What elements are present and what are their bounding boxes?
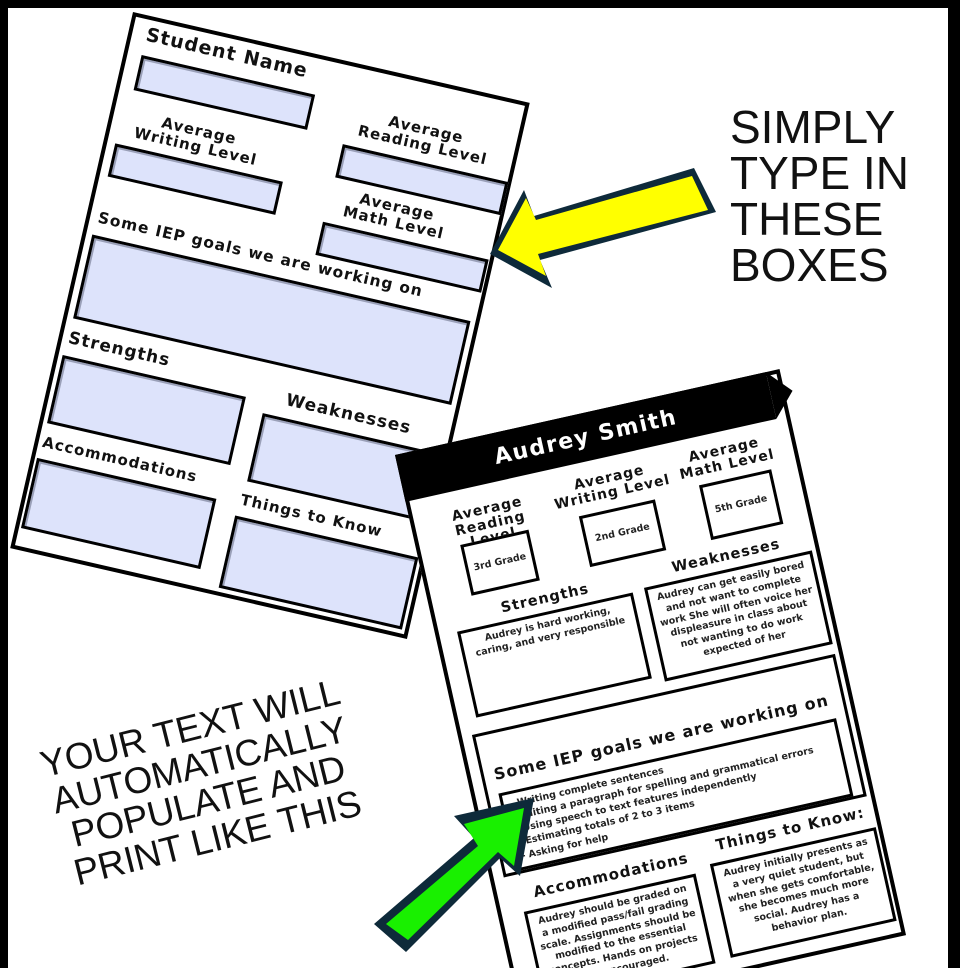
green-arrow-icon bbox=[374, 798, 534, 952]
printed-things-value: Audrey initially presents as a very quie… bbox=[722, 836, 876, 935]
canvas: Student Name Average Reading Level Avera… bbox=[8, 8, 948, 968]
things-to-know-field[interactable] bbox=[218, 515, 419, 630]
callout-type-in-boxes: SIMPLY TYPE IN THESE BOXES bbox=[730, 104, 909, 288]
printed-reading-value: 3rd Grade bbox=[472, 550, 528, 574]
callout-line: SIMPLY bbox=[730, 101, 896, 153]
callout-auto-populate: YOUR TEXT WILL AUTOMATICALLY POPULATE AN… bbox=[8, 664, 407, 902]
printed-writing-box: 2nd Grade bbox=[578, 499, 667, 568]
printed-strengths-box: Audrey is hard working, caring, and very… bbox=[457, 592, 652, 718]
callout-line: BOXES bbox=[730, 239, 889, 291]
printed-accommodations-value: Audrey should be graded on a modified pa… bbox=[537, 883, 699, 968]
callout-line: TYPE IN bbox=[730, 147, 909, 199]
callout-line: THESE bbox=[730, 193, 884, 245]
printed-writing-value: 2nd Grade bbox=[594, 520, 651, 544]
printed-math-value: 5th Grade bbox=[713, 492, 769, 515]
yellow-arrow-icon bbox=[490, 168, 716, 288]
printed-math-box: 5th Grade bbox=[698, 469, 784, 541]
